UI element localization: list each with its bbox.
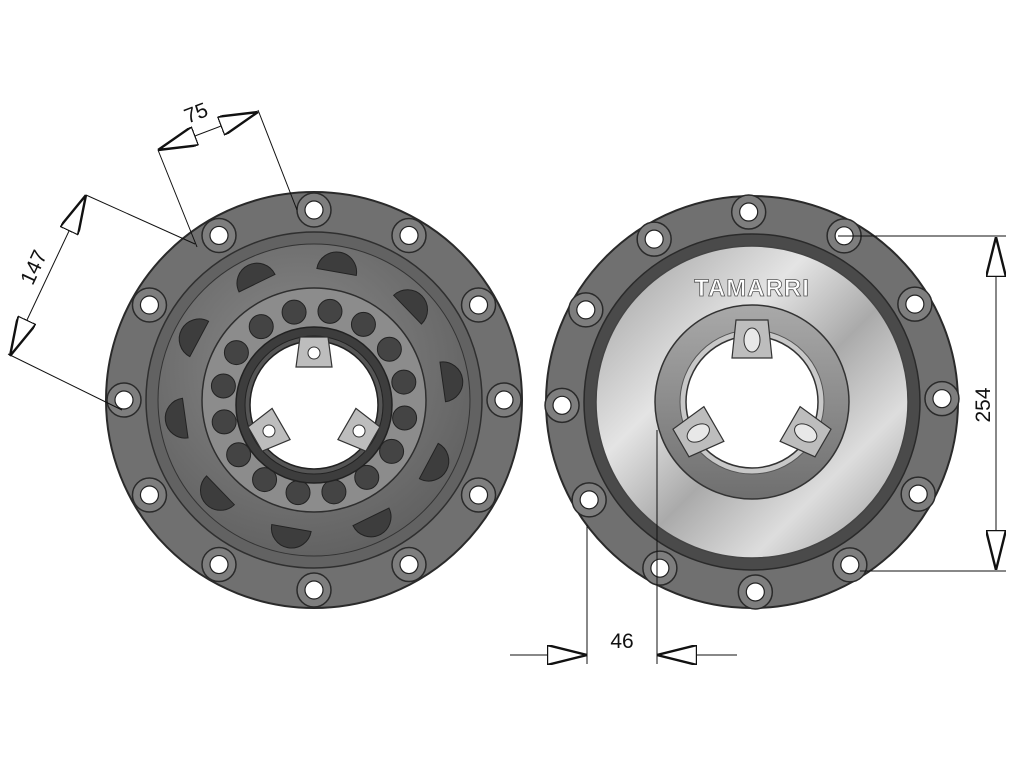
left-cooling-slot (316, 251, 358, 277)
left-shoe-pin (262, 424, 276, 438)
right-bolt-hole (739, 202, 759, 222)
left-spring (391, 369, 417, 395)
right-bolt-hole (552, 395, 572, 415)
left-spring (317, 298, 343, 324)
left-spring (210, 373, 236, 399)
clutch-front-view: TAMARRI (544, 194, 960, 610)
dim-147-line (10, 195, 86, 356)
right-clutch-shoes (672, 319, 832, 458)
left-bolt-hole (399, 225, 419, 246)
left-bolt-ring (106, 192, 522, 608)
left-shoe-pin (352, 424, 366, 438)
left-spring (248, 314, 274, 340)
left-cooling-slot (178, 318, 210, 358)
left-bolt-hole (139, 295, 160, 315)
dim-label-bolt-offset: 147 (16, 247, 52, 288)
dim-75-extension-a (157, 149, 198, 248)
left-bolt-hole (399, 554, 419, 575)
dim-label-bolt-spacing: 75 (181, 99, 211, 129)
right-bolt-hole (650, 558, 670, 578)
left-bolt-hole (209, 225, 229, 246)
left-cooling-slot (392, 289, 428, 325)
left-cooling-slot (164, 397, 189, 439)
left-spring (226, 442, 252, 468)
left-spring (281, 299, 307, 325)
left-cooling-slot (270, 523, 312, 549)
left-clutch-shoes (247, 336, 381, 452)
right-bolt-ring (544, 194, 960, 610)
left-spring (321, 479, 347, 505)
left-cooling-slot (418, 442, 450, 482)
right-bolt-hole (576, 300, 596, 320)
brand-logo: TAMARRI (694, 275, 810, 302)
left-bolt-hole (304, 580, 324, 600)
left-spring (354, 464, 380, 490)
left-spring (379, 438, 405, 464)
left-bolt-hole (209, 554, 229, 575)
left-cooling-slot (439, 361, 464, 403)
right-bolt-hole (932, 389, 952, 409)
left-spring (376, 336, 402, 362)
left-spring (392, 405, 418, 431)
dim-147-extension-a (85, 194, 196, 245)
left-bolt-hole (468, 485, 489, 505)
dim-label-hub-offset: 46 (610, 630, 633, 653)
left-spring (223, 340, 249, 366)
right-bolt-hole (644, 229, 664, 249)
left-bolt-hole (304, 200, 324, 220)
clutch-rear-view (105, 191, 523, 609)
right-bolt-hole (840, 555, 860, 575)
left-cooling-slots (164, 251, 464, 549)
left-bolt-hole (494, 390, 514, 410)
left-bolt-hole (114, 390, 134, 410)
dim-75-line (158, 112, 258, 150)
right-shoe-slot (686, 423, 710, 443)
dim-147-extension-b (7, 353, 123, 411)
left-bolt-hole (468, 295, 489, 315)
right-bolt-hole (579, 490, 599, 510)
left-cooling-slot (200, 475, 236, 511)
right-bolt-hole (745, 582, 765, 602)
left-spring (211, 409, 237, 435)
left-cooling-slot (352, 507, 392, 538)
dim-label-height: 254 (972, 387, 995, 422)
right-bolt-hole (908, 484, 928, 504)
left-spring-pockets (210, 298, 418, 506)
left-spring (350, 311, 376, 337)
dim-75-extension-b (257, 109, 298, 211)
left-bolt-hole (139, 485, 160, 505)
right-bolt-hole (905, 294, 925, 314)
right-shoe-slot (743, 327, 761, 353)
dimension-annotations (7, 109, 1006, 664)
right-shoe-slot (794, 423, 818, 443)
left-cooling-slot (236, 262, 276, 293)
left-spring (252, 467, 278, 493)
left-shoe-pin (307, 346, 321, 360)
left-spring (285, 480, 311, 506)
